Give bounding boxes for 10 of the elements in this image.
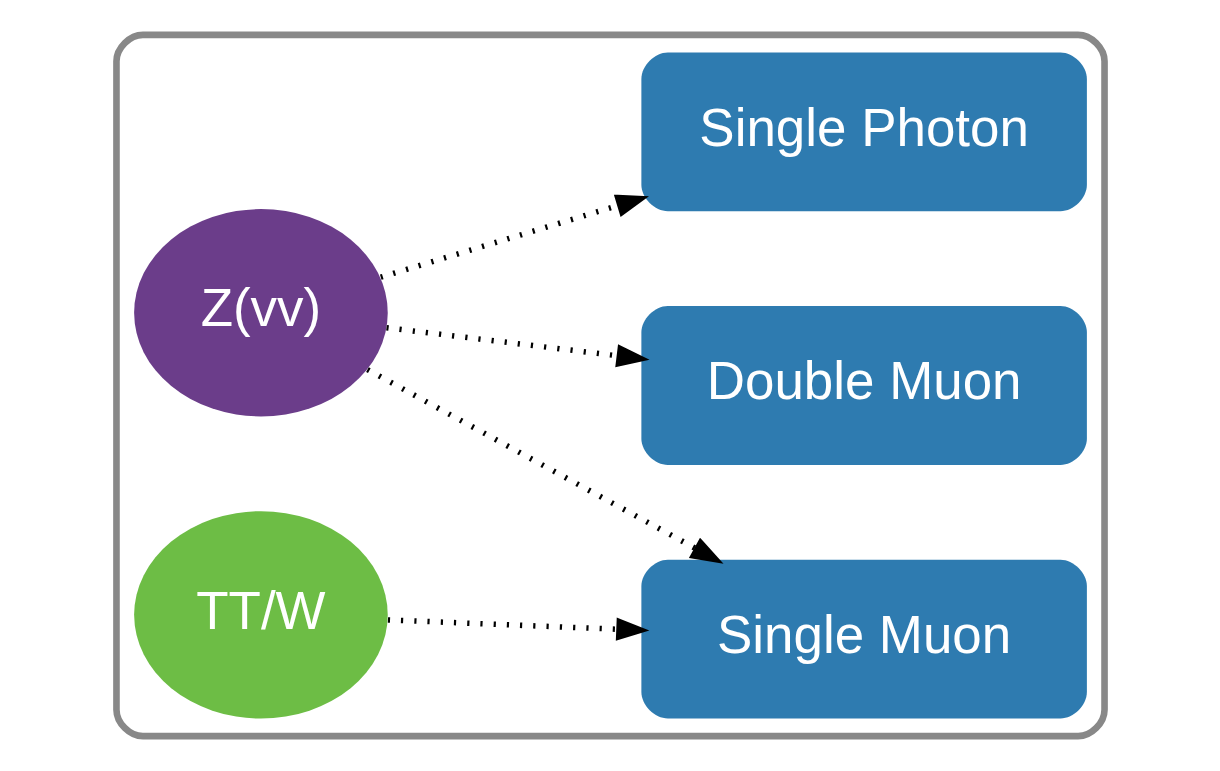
cluster — [112, 31, 1108, 740]
node-ellipse: TT/W — [133, 511, 388, 719]
arrow — [379, 194, 649, 280]
arrow — [385, 325, 650, 368]
node-box: Double Muon — [640, 306, 1087, 465]
node-box: Single Muon — [640, 559, 1087, 719]
arrow — [387, 617, 649, 641]
node-ellipse: Z(vv) — [133, 209, 388, 417]
arrow — [365, 367, 724, 564]
node-box: Single Photon — [640, 52, 1087, 212]
